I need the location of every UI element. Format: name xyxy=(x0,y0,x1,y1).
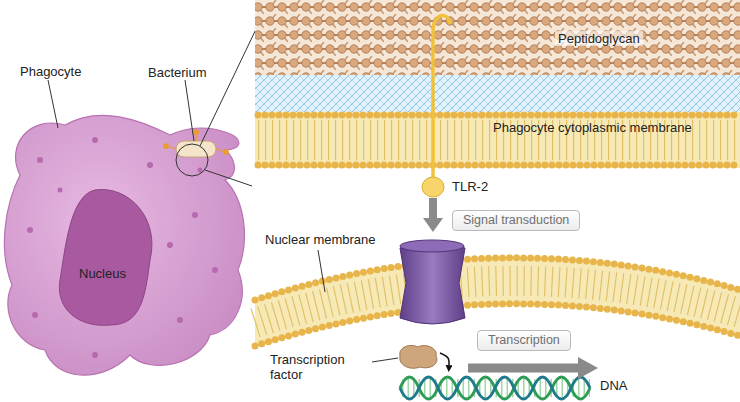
zoom-circle xyxy=(176,144,208,176)
nucleus: Nucleus xyxy=(55,190,155,330)
leader-line xyxy=(48,80,58,128)
node-label: Nucleus xyxy=(79,266,126,281)
transcription-arrow xyxy=(468,364,580,373)
bacterium: Bacterium xyxy=(140,62,230,158)
dna: DNA xyxy=(398,372,593,402)
transcription-arrow xyxy=(578,357,598,379)
mesh-layer xyxy=(255,75,740,112)
lipid-heads xyxy=(258,112,740,119)
node-label: Phagocyte xyxy=(20,64,81,79)
dna-strand xyxy=(400,377,590,399)
transcription-factor-shape xyxy=(400,345,437,368)
node-label: DNA xyxy=(600,378,627,393)
membrane-layer: Phagocyte cytoplasmic membrane xyxy=(255,112,740,168)
receptor-marks xyxy=(164,130,228,154)
node-label: Transcription factor xyxy=(270,352,370,382)
lipid-tails xyxy=(258,120,740,160)
zoom-line xyxy=(205,170,252,186)
node-label: Peptidoglycan xyxy=(555,31,643,46)
node-label: Phagocyte cytoplasmic membrane xyxy=(493,120,692,135)
lipid-heads xyxy=(258,162,740,169)
phagocyte-cell xyxy=(4,115,244,375)
leader-line xyxy=(318,250,325,292)
peptidoglycan-layer: Peptidoglycan xyxy=(255,0,740,75)
node-label: Bacterium xyxy=(148,65,207,80)
connector-arrow xyxy=(429,198,437,218)
transcription-factor: Transcription factor xyxy=(396,345,440,370)
nuclear-pore xyxy=(400,240,464,252)
node-label: Nuclear membrane xyxy=(265,232,376,247)
cell-granules xyxy=(27,137,218,358)
dna-strand xyxy=(400,377,590,399)
receptor-stalk xyxy=(433,15,450,178)
node-label: TLR-2 xyxy=(452,179,488,194)
nuclear-pore xyxy=(400,242,465,324)
process-label: Transcription xyxy=(477,330,571,351)
leader-line xyxy=(372,358,398,362)
receptor-domain xyxy=(422,177,444,197)
leader-line xyxy=(185,80,194,141)
membrane-bilayer xyxy=(255,112,740,168)
edge-label: Signal transduction xyxy=(452,210,580,231)
nuclear-membrane: Nuclear membrane xyxy=(255,232,740,344)
lipid-heads xyxy=(255,258,740,300)
connector-arrow xyxy=(440,353,449,365)
bacterium-shape xyxy=(176,141,216,157)
receptor: TLR-2 xyxy=(420,176,500,198)
phagocyte-cell: PhagocyteNucleus xyxy=(0,60,255,380)
nucleus-shape xyxy=(59,190,152,326)
peptidoglycan-layer xyxy=(255,0,740,75)
